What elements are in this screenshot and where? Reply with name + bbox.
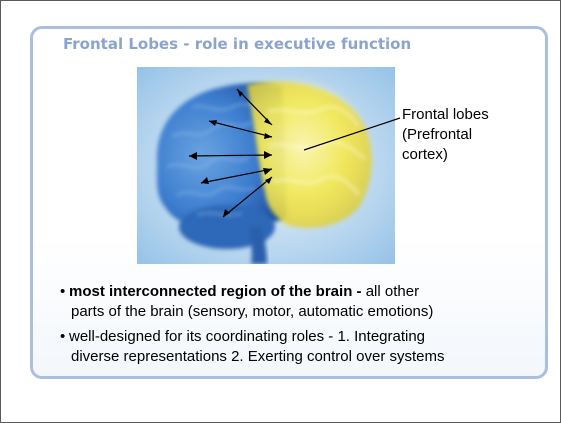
label-line-3: cortex)	[402, 146, 448, 163]
bullet-continuation: parts of the brain (sensory, motor, auto…	[71, 303, 434, 320]
bullet-dot-icon: •	[60, 283, 66, 300]
bullet-line: •most interconnected region of the brain…	[60, 282, 540, 302]
bullet-bold-text: most interconnected region of the brain …	[69, 283, 362, 300]
bullet-text: all other	[361, 283, 420, 300]
bullet-text: well-designed for its coordinating roles…	[69, 328, 426, 345]
brain-icon	[137, 67, 395, 264]
bullet-dot-icon: •	[60, 328, 66, 345]
bullet-item: •well-designed for its coordinating role…	[60, 327, 540, 367]
brain-illustration	[137, 67, 395, 264]
bullet-item: •most interconnected region of the brain…	[60, 282, 540, 322]
bullet-continuation: diverse representations 2. Exerting cont…	[71, 348, 445, 365]
label-line-2: (Prefrontal	[402, 126, 473, 143]
frontal-lobes-label: Frontal lobes (Prefrontal cortex)	[402, 105, 542, 165]
label-line-1: Frontal lobes	[402, 106, 489, 123]
slide-title: Frontal Lobes - role in executive functi…	[63, 35, 412, 53]
bullet-line: •well-designed for its coordinating role…	[60, 327, 540, 347]
